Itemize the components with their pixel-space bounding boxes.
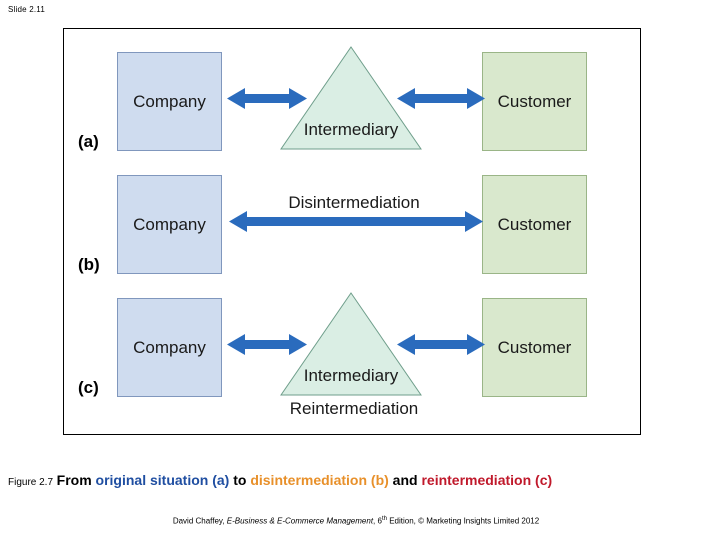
figure-frame: (a) Company Customer Intermediary	[63, 28, 641, 435]
customer-box-a-label: Customer	[497, 91, 572, 111]
caption-part-2: original situation (a)	[95, 472, 230, 488]
arrow-a-left	[227, 86, 307, 117]
arrow-c-left	[227, 332, 307, 363]
credit-edition-sup: th	[381, 516, 387, 522]
customer-box-a: Customer	[482, 52, 587, 151]
credit-edition-pre: , 6	[373, 516, 382, 526]
disintermediation-label: Disintermediation	[288, 193, 420, 212]
company-box-b: Company	[117, 175, 222, 274]
triangle-shape-c	[280, 292, 422, 396]
caption-part-1: From	[56, 472, 96, 488]
row-label-c: (c)	[78, 378, 99, 397]
copyright-credit: David Chaffey, E-Business & E-Commerce M…	[0, 516, 712, 526]
customer-box-b-label: Customer	[497, 214, 572, 234]
slide-number: Slide 2.11	[8, 5, 45, 14]
credit-author: David Chaffey,	[172, 516, 227, 526]
company-box-a: Company	[117, 52, 222, 151]
intermediary-label-c: Intermediary	[303, 366, 399, 385]
credit-title: E-Business & E-Commerce Management	[226, 516, 374, 526]
intermediary-triangle-c: Intermediary	[279, 291, 423, 397]
company-box-b-label: Company	[133, 214, 206, 234]
company-box-c-label: Company	[133, 337, 206, 357]
reintermediation-label: Reintermediation	[289, 399, 419, 418]
triangle-shape-a	[280, 46, 422, 150]
figure-number: Figure 2.7	[8, 477, 54, 488]
intermediary-label-a: Intermediary	[303, 120, 399, 139]
company-box-a-label: Company	[133, 91, 206, 111]
figure-caption: Figure 2.7 From original situation (a) t…	[8, 472, 708, 488]
caption-part-5: and	[388, 472, 422, 488]
credit-edition-post: Edition, © Marketing Insights Limited 20…	[386, 516, 540, 526]
caption-part-6: reintermediation (c)	[421, 472, 553, 488]
arrow-b	[229, 209, 483, 240]
row-label-a: (a)	[78, 132, 99, 151]
caption-part-4: disintermediation (b)	[250, 472, 389, 488]
row-label-b: (b)	[78, 255, 100, 274]
customer-box-c-label: Customer	[497, 337, 572, 357]
arrow-c-right	[397, 332, 485, 363]
customer-box-b: Customer	[482, 175, 587, 274]
customer-box-c: Customer	[482, 298, 587, 397]
arrow-a-right	[397, 86, 485, 117]
intermediary-triangle-a: Intermediary	[279, 45, 423, 151]
caption-part-3: to	[229, 472, 251, 488]
company-box-c: Company	[117, 298, 222, 397]
